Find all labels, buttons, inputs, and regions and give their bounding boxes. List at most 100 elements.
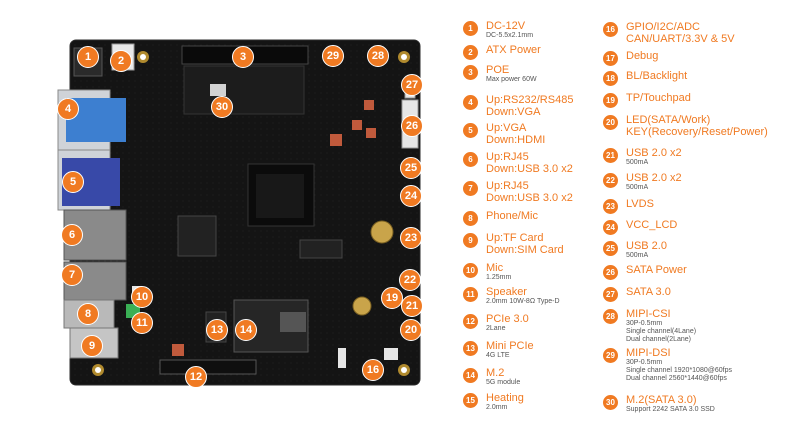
legend-line: Down:SIM Card (486, 244, 564, 256)
callout-20: 20 (400, 319, 422, 341)
legend-text: TP/Touchpad (626, 92, 691, 104)
legend-number-badge: 1 (463, 21, 478, 36)
legend-number-badge: 26 (603, 265, 618, 280)
legend-number-badge: 18 (603, 71, 618, 86)
legend-line: Mic (486, 262, 504, 274)
legend-number-badge: 11 (463, 287, 478, 302)
legend-number-badge: 21 (603, 148, 618, 163)
legend-line: Speaker (486, 286, 527, 298)
legend-line: SATA Power (626, 264, 687, 276)
legend-subtext: DC-5.5x2.1mm (486, 32, 534, 39)
legend-number-badge: 24 (603, 220, 618, 235)
legend-line: KEY(Recovery/Reset/Power) (626, 126, 768, 138)
legend-number-badge: 17 (603, 51, 618, 66)
legend-text: SATA Power (626, 264, 687, 276)
legend-subtext: Single channel 1920*1080@60fps (626, 367, 732, 374)
legend-item-27: 27 SATA 3.0 (603, 286, 671, 302)
callout-27: 27 (401, 74, 423, 96)
legend-line: USB 2.0 x2 (626, 172, 682, 184)
legend-number-badge: 27 (603, 287, 618, 302)
callout-13: 13 (206, 319, 228, 341)
legend-line: Up:RJ45 (486, 151, 529, 163)
callout-26: 26 (401, 115, 423, 137)
legend-number-badge: 5 (463, 123, 478, 138)
callout-3: 3 (232, 46, 254, 68)
legend-text: ATX Power (486, 44, 541, 56)
legend-subtext: Dual channel(2Lane) (626, 336, 691, 343)
legend-text: SATA 3.0 (626, 286, 671, 298)
callout-16: 16 (362, 359, 384, 381)
legend-line: Up:RS232/RS485 (486, 94, 574, 106)
legend-line: Mini PCIe (486, 340, 534, 352)
legend-number-badge: 19 (603, 93, 618, 108)
legend-line: Up:TF Card (486, 232, 544, 244)
legend-line: ATX Power (486, 44, 541, 56)
legend-line: POE (486, 64, 510, 76)
legend-subtext: 2.0mm (486, 404, 508, 411)
legend-number-badge: 15 (463, 393, 478, 408)
callout-8: 8 (77, 303, 99, 325)
callout-1: 1 (77, 46, 99, 68)
callout-7: 7 (61, 264, 83, 286)
callout-22: 22 (399, 269, 421, 291)
legend-line: USB 2.0 (626, 240, 667, 252)
callout-19: 19 (381, 287, 403, 309)
legend-number-badge: 12 (463, 314, 478, 329)
legend-line: CAN/UART/3.3V & 5V (626, 33, 735, 45)
legend-item-24: 24 VCC_LCD (603, 219, 677, 235)
legend-number-badge: 23 (603, 199, 618, 214)
legend-line: USB 2.0 x2 (626, 147, 682, 159)
callout-14: 14 (235, 319, 257, 341)
callout-12: 12 (185, 366, 207, 388)
legend-line: GPIO/I2C/ADC (626, 21, 700, 33)
legend-line: LVDS (626, 198, 654, 210)
legend-number-badge: 13 (463, 341, 478, 356)
legend-number-badge: 6 (463, 152, 478, 167)
legend-number-badge: 3 (463, 65, 478, 80)
legend-number-badge: 7 (463, 181, 478, 196)
legend-subtext: Single channel(4Lane) (626, 328, 697, 335)
legend-number-badge: 22 (603, 173, 618, 188)
legend-subtext: 500mA (626, 184, 649, 191)
legend-subtext: 30P-0.5mm (626, 359, 663, 366)
legend-number-badge: 8 (463, 211, 478, 226)
callout-6: 6 (61, 224, 83, 246)
legend-line: Down:VGA (486, 106, 541, 118)
legend-line: PCIe 3.0 (486, 313, 529, 325)
callout-28: 28 (367, 45, 389, 67)
legend-subtext: 2.0mm 10W-8Ω Type-D (486, 298, 560, 305)
legend-number-badge: 4 (463, 95, 478, 110)
callout-2: 2 (110, 50, 132, 72)
legend-number-badge: 28 (603, 309, 618, 324)
legend-line: Phone/Mic (486, 210, 538, 222)
callout-9: 9 (81, 335, 103, 357)
callout-30: 30 (211, 96, 233, 118)
legend-text: VCC_LCD (626, 219, 677, 231)
